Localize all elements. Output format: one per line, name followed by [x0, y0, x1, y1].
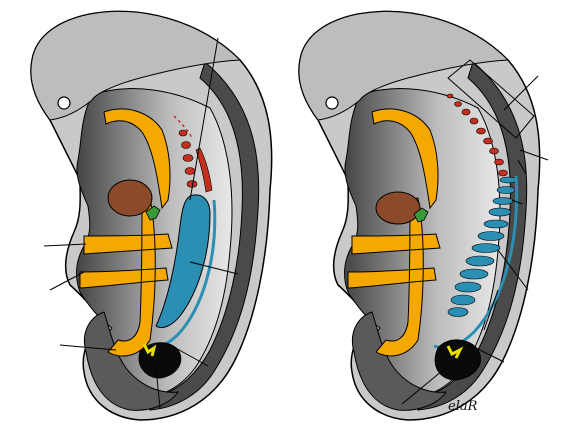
left-head	[30, 11, 242, 121]
right-green-bud	[413, 207, 429, 223]
left-leader-5	[59, 344, 117, 351]
left-urinary-bud	[142, 343, 157, 357]
right-eye	[325, 96, 339, 110]
right-mesonephric-tubules	[447, 176, 517, 317]
right-liver	[375, 191, 421, 225]
right-leader-2	[519, 149, 549, 161]
artist-signature: elaR	[448, 399, 478, 414]
left-tail	[84, 311, 180, 411]
left-embryo	[30, 10, 273, 421]
right-leader-3	[497, 249, 529, 291]
left-green-bud	[145, 205, 161, 221]
right-leader-5	[401, 365, 449, 405]
left-leader-6	[171, 345, 209, 367]
left-leader-2	[43, 243, 87, 247]
left-leader-4	[189, 261, 239, 275]
left-eye	[57, 96, 71, 110]
right-urinary-bud	[446, 345, 464, 359]
right-bracket	[447, 59, 535, 139]
right-tail	[352, 311, 448, 411]
left-nephrotomes	[178, 129, 213, 193]
left-mesonephros	[155, 194, 211, 329]
right-gut	[347, 108, 441, 357]
left-red-dashes	[173, 115, 193, 139]
right-bracket-2	[483, 159, 527, 331]
left-leader-1	[189, 37, 219, 201]
left-gut	[79, 108, 173, 357]
right-cloaca	[434, 339, 481, 381]
right-nephrotomes	[446, 93, 508, 177]
right-leader-1	[503, 75, 539, 111]
right-head	[298, 11, 510, 121]
right-leader-4	[467, 343, 505, 363]
left-leader-3	[49, 271, 85, 291]
right-embryo: elaR	[298, 10, 549, 421]
left-dorsal-band	[149, 61, 260, 411]
left-liver	[107, 179, 153, 217]
left-leader-7	[155, 367, 161, 409]
